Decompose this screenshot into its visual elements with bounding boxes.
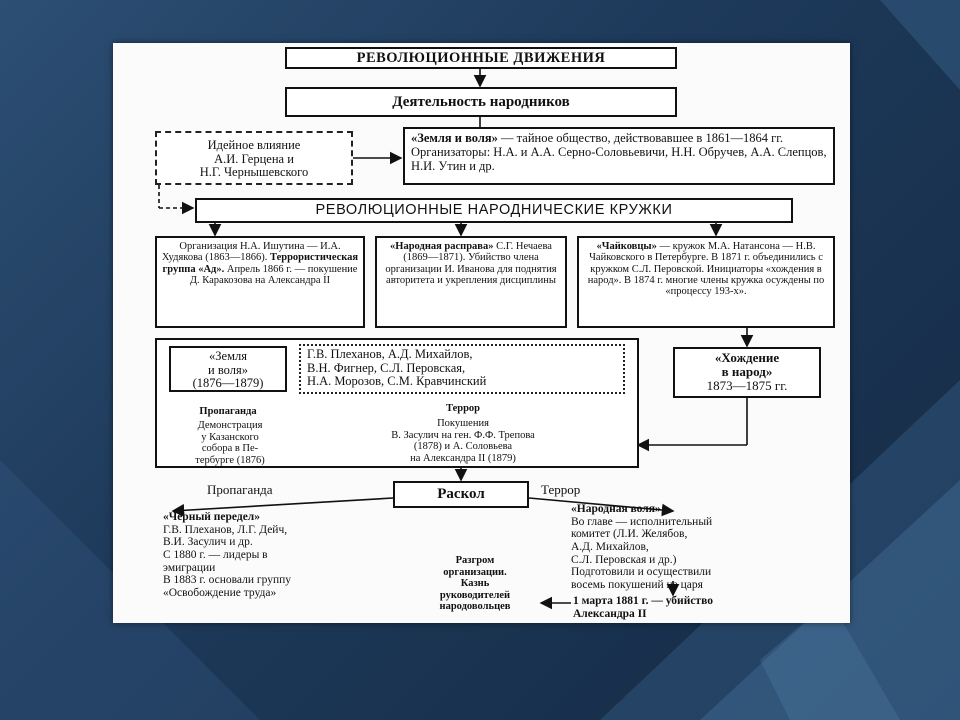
member-line-2: В.Н. Фигнер, С.Л. Перовская,: [307, 360, 466, 375]
propaganda-heading: Пропаганда: [199, 406, 257, 417]
cherny-line-2: В.И. Засулич и др.: [163, 536, 253, 549]
khozhdenie-line-1: «Хождение: [714, 350, 780, 365]
terror-line-4: на Александра II (1879): [410, 452, 516, 464]
terror-line-3: (1878) и А. Соловьева: [413, 441, 513, 453]
cherny-peredel-block: «Черный передел» Г.В. Плеханов, Л.Г. Дей…: [163, 511, 383, 599]
revolutionary-circles-header: РЕВОЛЮЦИОННЫЕ НАРОДНИЧЕСКИЕ КРУЖКИ: [195, 198, 793, 223]
propaganda-line-2: у Казанского: [201, 431, 259, 443]
diagram-subtitle: Деятельность народников: [285, 87, 677, 117]
member-line-1: Г.В. Плеханов, А.Д. Михайлов,: [307, 347, 473, 361]
terror-line-2: В. Засулич на ген. Ф.Ф. Трепова: [391, 429, 535, 441]
influence-line-2: А.И. Герцена и: [214, 151, 294, 166]
zemlya-1861-text: — тайное общество, действовавшее в 1861—…: [411, 131, 827, 173]
split-propaganda-label: Пропаганда: [207, 482, 273, 497]
terror-heading: Террор: [445, 403, 481, 414]
propaganda-line-3: собора в Пе-: [201, 443, 259, 455]
cherny-line-6: «Освобождение труда»: [163, 586, 277, 599]
khozhdenie-v-narod-box: «Хождение в народ» 1873—1875 гг.: [673, 347, 821, 398]
cherny-line-3: С 1880 г. — лидеры в: [163, 548, 268, 561]
diagram-title: РЕВОЛЮЦИОННЫЕ ДВИЖЕНИЯ: [285, 47, 677, 69]
zemlya-1876-line-3: (1876—1879): [192, 376, 264, 390]
zemlya-1861-name: «Земля и воля»: [411, 131, 498, 145]
zemlya-1876-members-box: Г.В. Плеханов, А.Д. Михайлов, В.Н. Фигне…: [299, 344, 625, 394]
narodnaya-volya-block: «Народная воля» Во главе — исполнительны…: [571, 503, 841, 591]
chaikovtsy-name: «Чайковцы»: [596, 241, 657, 252]
ishutin-text: Организация Н.А. Ишутина — И.А. Худякова…: [161, 241, 341, 264]
march-line-1: 1 марта 1881 г. — убийство: [573, 595, 713, 607]
cherny-name: «Черный передел»: [163, 511, 260, 523]
ishutin-tail: Апрель 1866 г. — покушение Д. Каракозова…: [189, 263, 358, 286]
razgrom-line-5: народовольцев: [439, 601, 511, 613]
rasprava-text: С.Г. Нечаева (1869—1871). Убийство члена…: [385, 241, 557, 286]
influence-line-1: Идейное влияние: [207, 138, 301, 152]
razgrom-line-2: организации.: [443, 566, 507, 578]
terror-line-1: Покушения: [437, 418, 489, 429]
propaganda-line-4: тербурге (1876): [195, 454, 265, 466]
influence-line-3: Н.Г. Чернышевского: [199, 165, 309, 179]
razgrom-line-3: Казнь: [460, 578, 490, 590]
chaikovtsy-text: — кружок М.А. Натансона — Н.В. Чайковско…: [587, 241, 825, 298]
razgrom-line-1: Разгром: [455, 555, 495, 566]
zemlya-1876-line-1: «Земля: [209, 349, 247, 363]
khozhdenie-line-2: в народ»: [721, 364, 773, 380]
khozhdenie-line-3: 1873—1875 гг.: [706, 378, 788, 394]
terror-text: Покушения В. Засулич на ген. Ф.Ф. Трепов…: [313, 418, 613, 464]
narodnaya-line-3: А.Д. Михайлов,: [571, 540, 649, 553]
scheme-sheet: РЕВОЛЮЦИОННЫЕ ДВИЖЕНИЯ Деятельность наро…: [113, 43, 850, 623]
narodnaya-line-2: комитет (Л.И. Желябов,: [571, 528, 688, 541]
cherny-line-4: эмиграции: [163, 561, 216, 574]
narodnaya-name: «Народная воля»: [571, 503, 661, 515]
narodnaya-line-4: С.Л. Перовская и др.): [571, 553, 677, 566]
propaganda-line-1: Демонстрация: [197, 420, 263, 431]
narodnaya-line-5: Подготовили и осуществили: [571, 566, 712, 579]
member-line-3: Н.А. Морозов, С.М. Кравчинский: [307, 374, 487, 388]
zemlya-i-volya-1876-box: «Земля и воля» (1876—1879): [169, 346, 287, 392]
razgrom-text: Разгром организации. Казнь руководителей…: [411, 555, 539, 613]
ishutin-bold: Террористическая группа «Ад».: [162, 252, 359, 275]
narodnaya-line-1: Во главе — исполнительный: [571, 515, 713, 528]
march-line-2: Александра II: [573, 607, 647, 620]
narodnaya-line-6: восемь покушений на царя: [571, 578, 703, 591]
zemlya-i-volya-1861-box: «Земля и воля» — тайное общество, действ…: [403, 127, 835, 185]
cherny-line-5: В 1883 г. основали группу: [163, 574, 292, 587]
rasprava-name: «Народная расправа»: [390, 241, 494, 252]
razgrom-line-4: руководителей: [439, 589, 511, 601]
zemlya-1876-line-2: и воля»: [208, 362, 248, 377]
split-terror-label: Террор: [541, 482, 581, 497]
propaganda-text: Демонстрация у Казанского собора в Пе- т…: [165, 420, 295, 466]
ishutin-box: Организация Н.А. Ишутина — И.А. Худякова…: [155, 236, 365, 328]
chaikovtsy-box: «Чайковцы» — кружок М.А. Натансона — Н.В…: [577, 236, 835, 328]
ideological-influence-box: Идейное влияние А.И. Герцена и Н.Г. Черн…: [155, 131, 353, 185]
narodnaya-rasprava-box: «Народная расправа» С.Г. Нечаева (1869—1…: [375, 236, 567, 328]
cherny-line-1: Г.В. Плеханов, Л.Г. Дейч,: [163, 523, 288, 536]
march-1881-text: 1 марта 1881 г. — убийство Александра II: [573, 595, 813, 620]
raskol-box: Раскол: [393, 481, 529, 508]
